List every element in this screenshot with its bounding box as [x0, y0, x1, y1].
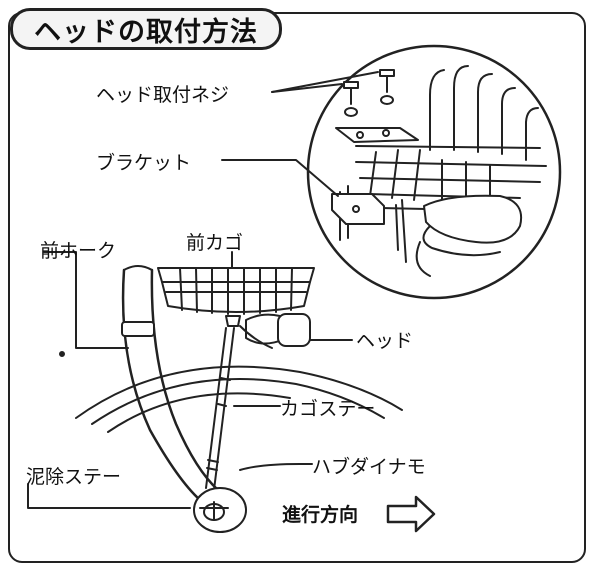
label-head-screw: ヘッド取付ネジ — [96, 84, 230, 106]
label-bracket: ブラケット — [96, 152, 192, 174]
label-hub-dynamo: ハブダイナモ — [312, 456, 426, 478]
diagram-frame — [8, 12, 586, 563]
leader-mud-stay — [27, 483, 191, 509]
label-mud-stay: 泥除ステー — [26, 466, 122, 488]
label-front-fork: 前ホーク — [40, 240, 117, 262]
marker-dot — [59, 351, 65, 357]
direction-arrow-icon — [386, 495, 436, 533]
leader-front-fork — [43, 251, 129, 349]
basket-stay-drawing — [205, 327, 235, 491]
detail-circle — [306, 44, 562, 300]
page-title: ヘッドの取付方法 — [34, 16, 258, 48]
detail-magnified-view — [306, 44, 562, 300]
leader-head-screw-2 — [271, 71, 379, 93]
title-badge: ヘッドの取付方法 — [10, 8, 282, 50]
basket-drawing — [157, 267, 315, 315]
label-head: ヘッド — [356, 330, 414, 352]
headlamp-drawing — [225, 313, 311, 349]
leader-bracket — [221, 159, 339, 197]
fork-drawing — [121, 265, 220, 502]
label-travel-direction: 進行方向 — [282, 504, 359, 526]
label-front-basket: 前カゴ — [186, 232, 244, 254]
leader-hub-dynamo — [239, 463, 313, 471]
label-basket-stay: カゴステー — [280, 398, 376, 420]
hub-dynamo-drawing — [193, 487, 247, 533]
